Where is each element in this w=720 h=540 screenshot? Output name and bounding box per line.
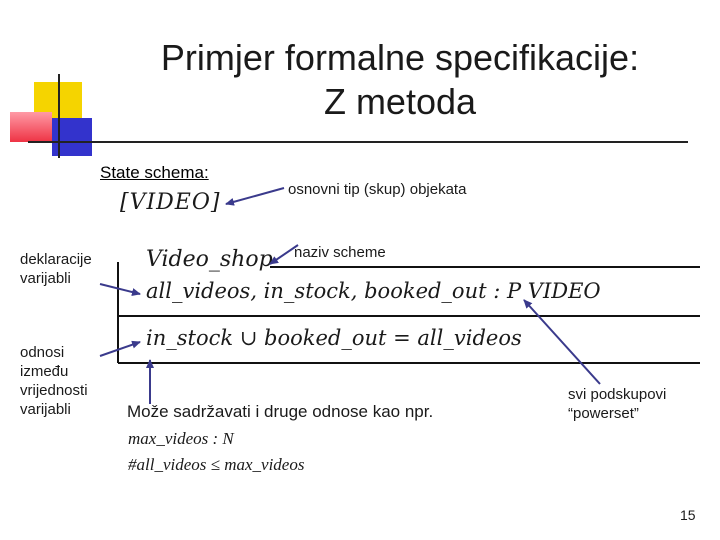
note-text: Može sadržavati i druge odnose kao npr.: [127, 402, 434, 421]
schema-name: Video_shop: [146, 247, 273, 272]
decor-red-square: [10, 112, 52, 142]
arrow-powerset: [523, 299, 601, 385]
declarations-line-1: deklaracije: [20, 251, 92, 268]
powerset-line-1: svi podskupovi: [568, 386, 667, 403]
relations-line-3: vrijednosti: [20, 382, 88, 399]
arrow-relations: [99, 340, 141, 357]
decor-vertical-line: [58, 74, 60, 158]
basic-type-annotation: osnovni tip (skup) objekata: [288, 181, 467, 198]
powerset-annotation: svi podskupovi “powerset”: [568, 385, 666, 423]
page-number: 15: [680, 507, 696, 523]
arrow-declarations: [99, 283, 141, 296]
schema-name-annotation: naziv scheme: [294, 244, 386, 261]
example-count-constraint: #all_videos ≤ max_videos: [128, 455, 305, 474]
relations-annotation: odnosi između vrijednosti varijabli: [20, 343, 88, 419]
schema-predicate: in_stock ∪ booked_out = all_videos: [146, 326, 522, 350]
example-max-videos: max_videos : N: [128, 429, 234, 448]
decor-horizontal-line: [28, 141, 688, 143]
state-schema-label: State schema:: [100, 163, 209, 182]
relations-line-1: odnosi: [20, 344, 65, 361]
title-line-2: Z metoda: [323, 81, 477, 122]
slide-title: Primjer formalne specifikacije: Z metoda: [120, 36, 680, 124]
declarations-annotation: deklaracije varijabli: [20, 250, 92, 288]
powerset-line-2: “powerset”: [568, 405, 639, 422]
relations-line-2: između: [20, 363, 69, 380]
schema-declaration: all_videos, in_stock, booked_out : P VID…: [146, 279, 601, 303]
given-set: [VIDEO]: [120, 190, 221, 215]
arrow-schema-name: [269, 244, 299, 265]
title-line-1: Primjer formalne specifikacije:: [160, 37, 640, 78]
declarations-line-2: varijabli: [20, 270, 71, 287]
relations-line-4: varijabli: [20, 401, 71, 418]
arrow-basic-type: [225, 187, 285, 206]
